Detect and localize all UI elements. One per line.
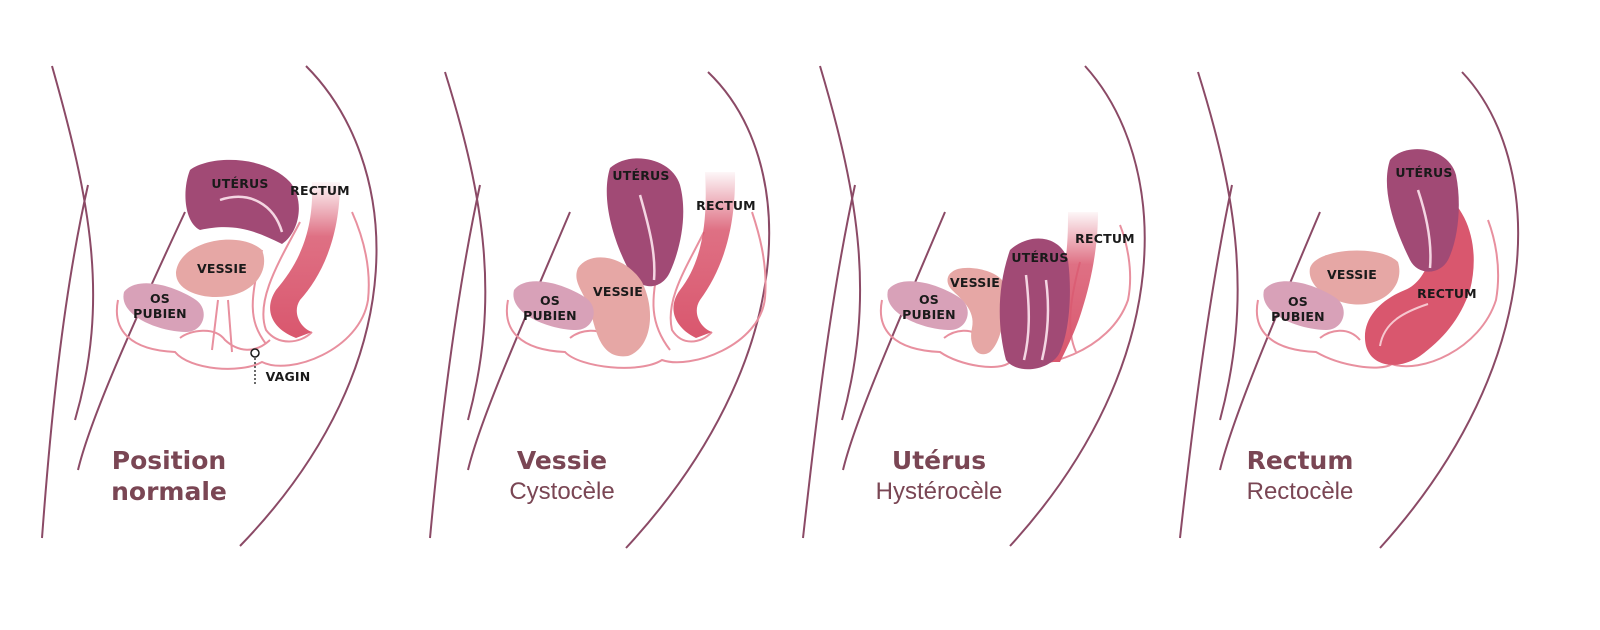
caption-rectocele: Rectum Rectocèle	[1170, 445, 1430, 507]
uterus-label: UTÉRUS	[1395, 165, 1452, 180]
pubic-label-line1: OS	[540, 293, 560, 308]
pubic-label-line1: OS	[919, 292, 939, 307]
bladder-label: VESSIE	[950, 275, 1000, 290]
pubic-label-line2: PUBIEN	[1271, 309, 1325, 324]
caption-title: Utérus	[809, 445, 1069, 476]
uterus-label: UTÉRUS	[1011, 250, 1068, 265]
rectum-label: RECTUM	[696, 198, 756, 213]
bladder-label: VESSIE	[197, 261, 247, 276]
rectum-shape	[673, 172, 735, 338]
caption-subtitle: Cystocèle	[432, 476, 692, 507]
uterus-label: UTÉRUS	[612, 168, 669, 183]
pubic-label-line1: OS	[1288, 294, 1308, 309]
pubic-label-line2: PUBIEN	[902, 307, 956, 322]
bladder-label: VESSIE	[1327, 267, 1377, 282]
pubic-label-line2: PUBIEN	[523, 308, 577, 323]
rectum-label: RECTUM	[1417, 286, 1477, 301]
caption-title: Position normale	[99, 445, 239, 507]
vagina-marker	[251, 349, 259, 386]
rectum-label: RECTUM	[1075, 231, 1135, 246]
vagina-label: VAGIN	[266, 369, 311, 384]
caption-normal: Position normale	[39, 445, 299, 507]
rectum-label: RECTUM	[290, 183, 350, 198]
pubic-label-line1: OS	[150, 291, 170, 306]
pubic-label-line2: PUBIEN	[133, 306, 187, 321]
uterus-label: UTÉRUS	[211, 176, 268, 191]
caption-hysterocele: Utérus Hystérocèle	[809, 445, 1069, 507]
caption-subtitle: Hystérocèle	[809, 476, 1069, 507]
caption-title: Vessie	[432, 445, 692, 476]
bladder-label: VESSIE	[593, 284, 643, 299]
caption-cystocele: Vessie Cystocèle	[432, 445, 692, 507]
caption-title: Rectum	[1170, 445, 1430, 476]
caption-subtitle: Rectocèle	[1170, 476, 1430, 507]
